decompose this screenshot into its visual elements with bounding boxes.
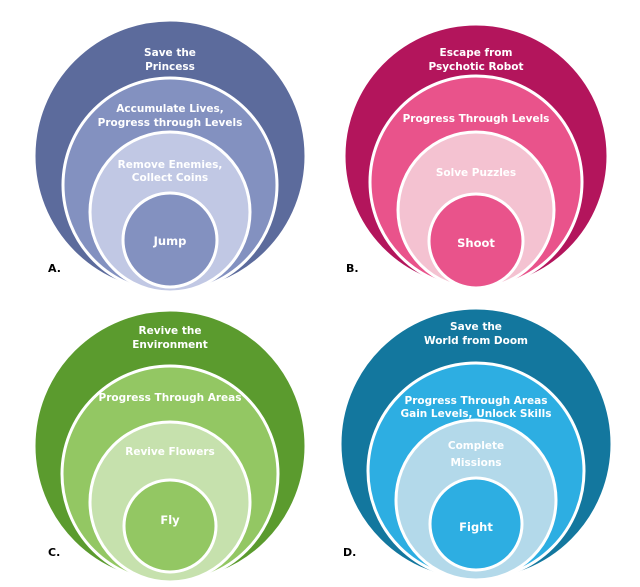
inner-ring-label: Complete <box>448 440 504 452</box>
core-circle <box>428 476 524 572</box>
core-circle-label: Shoot <box>457 236 495 250</box>
core-circle-label: Fight <box>459 520 493 534</box>
outer-ring-label: Environment <box>132 339 208 351</box>
inner-ring-label: Revive Flowers <box>125 446 215 458</box>
middle-ring-label: Progress Through Areas <box>99 392 242 404</box>
middle-ring-label: Progress Through Areas <box>405 395 548 407</box>
inner-ring-label: Missions <box>450 457 501 469</box>
middle-ring-label: Progress Through Levels <box>403 113 550 125</box>
inner-ring-label: Solve Puzzles <box>436 167 516 179</box>
core-circle-label: Jump <box>153 234 187 248</box>
diagram-letter: D. <box>343 546 356 559</box>
diagram-letter: C. <box>48 546 60 559</box>
core-circle <box>121 191 219 289</box>
middle-ring-label: Gain Levels, Unlock Skills <box>401 408 552 420</box>
diagram-letter: A. <box>48 262 61 275</box>
outer-ring-label: Revive the <box>139 325 202 337</box>
outer-ring-label: Psychotic Robot <box>428 61 523 73</box>
core-circle <box>427 192 525 290</box>
outer-ring-label: Princess <box>145 61 195 73</box>
diagram-letter: B. <box>346 262 359 275</box>
inner-ring-label: Collect Coins <box>132 172 208 184</box>
middle-ring-label: Progress through Levels <box>98 117 243 129</box>
outer-ring-label: World from Doom <box>424 335 528 347</box>
inner-ring-label: Remove Enemies, <box>118 159 223 171</box>
outer-ring-label: Escape from <box>440 47 513 59</box>
outer-ring-label: Save the <box>450 321 502 333</box>
middle-ring-label: Accumulate Lives, <box>116 103 223 115</box>
outer-ring-label: Save the <box>144 47 196 59</box>
core-circle <box>122 478 218 574</box>
core-circle-label: Fly <box>160 513 180 527</box>
